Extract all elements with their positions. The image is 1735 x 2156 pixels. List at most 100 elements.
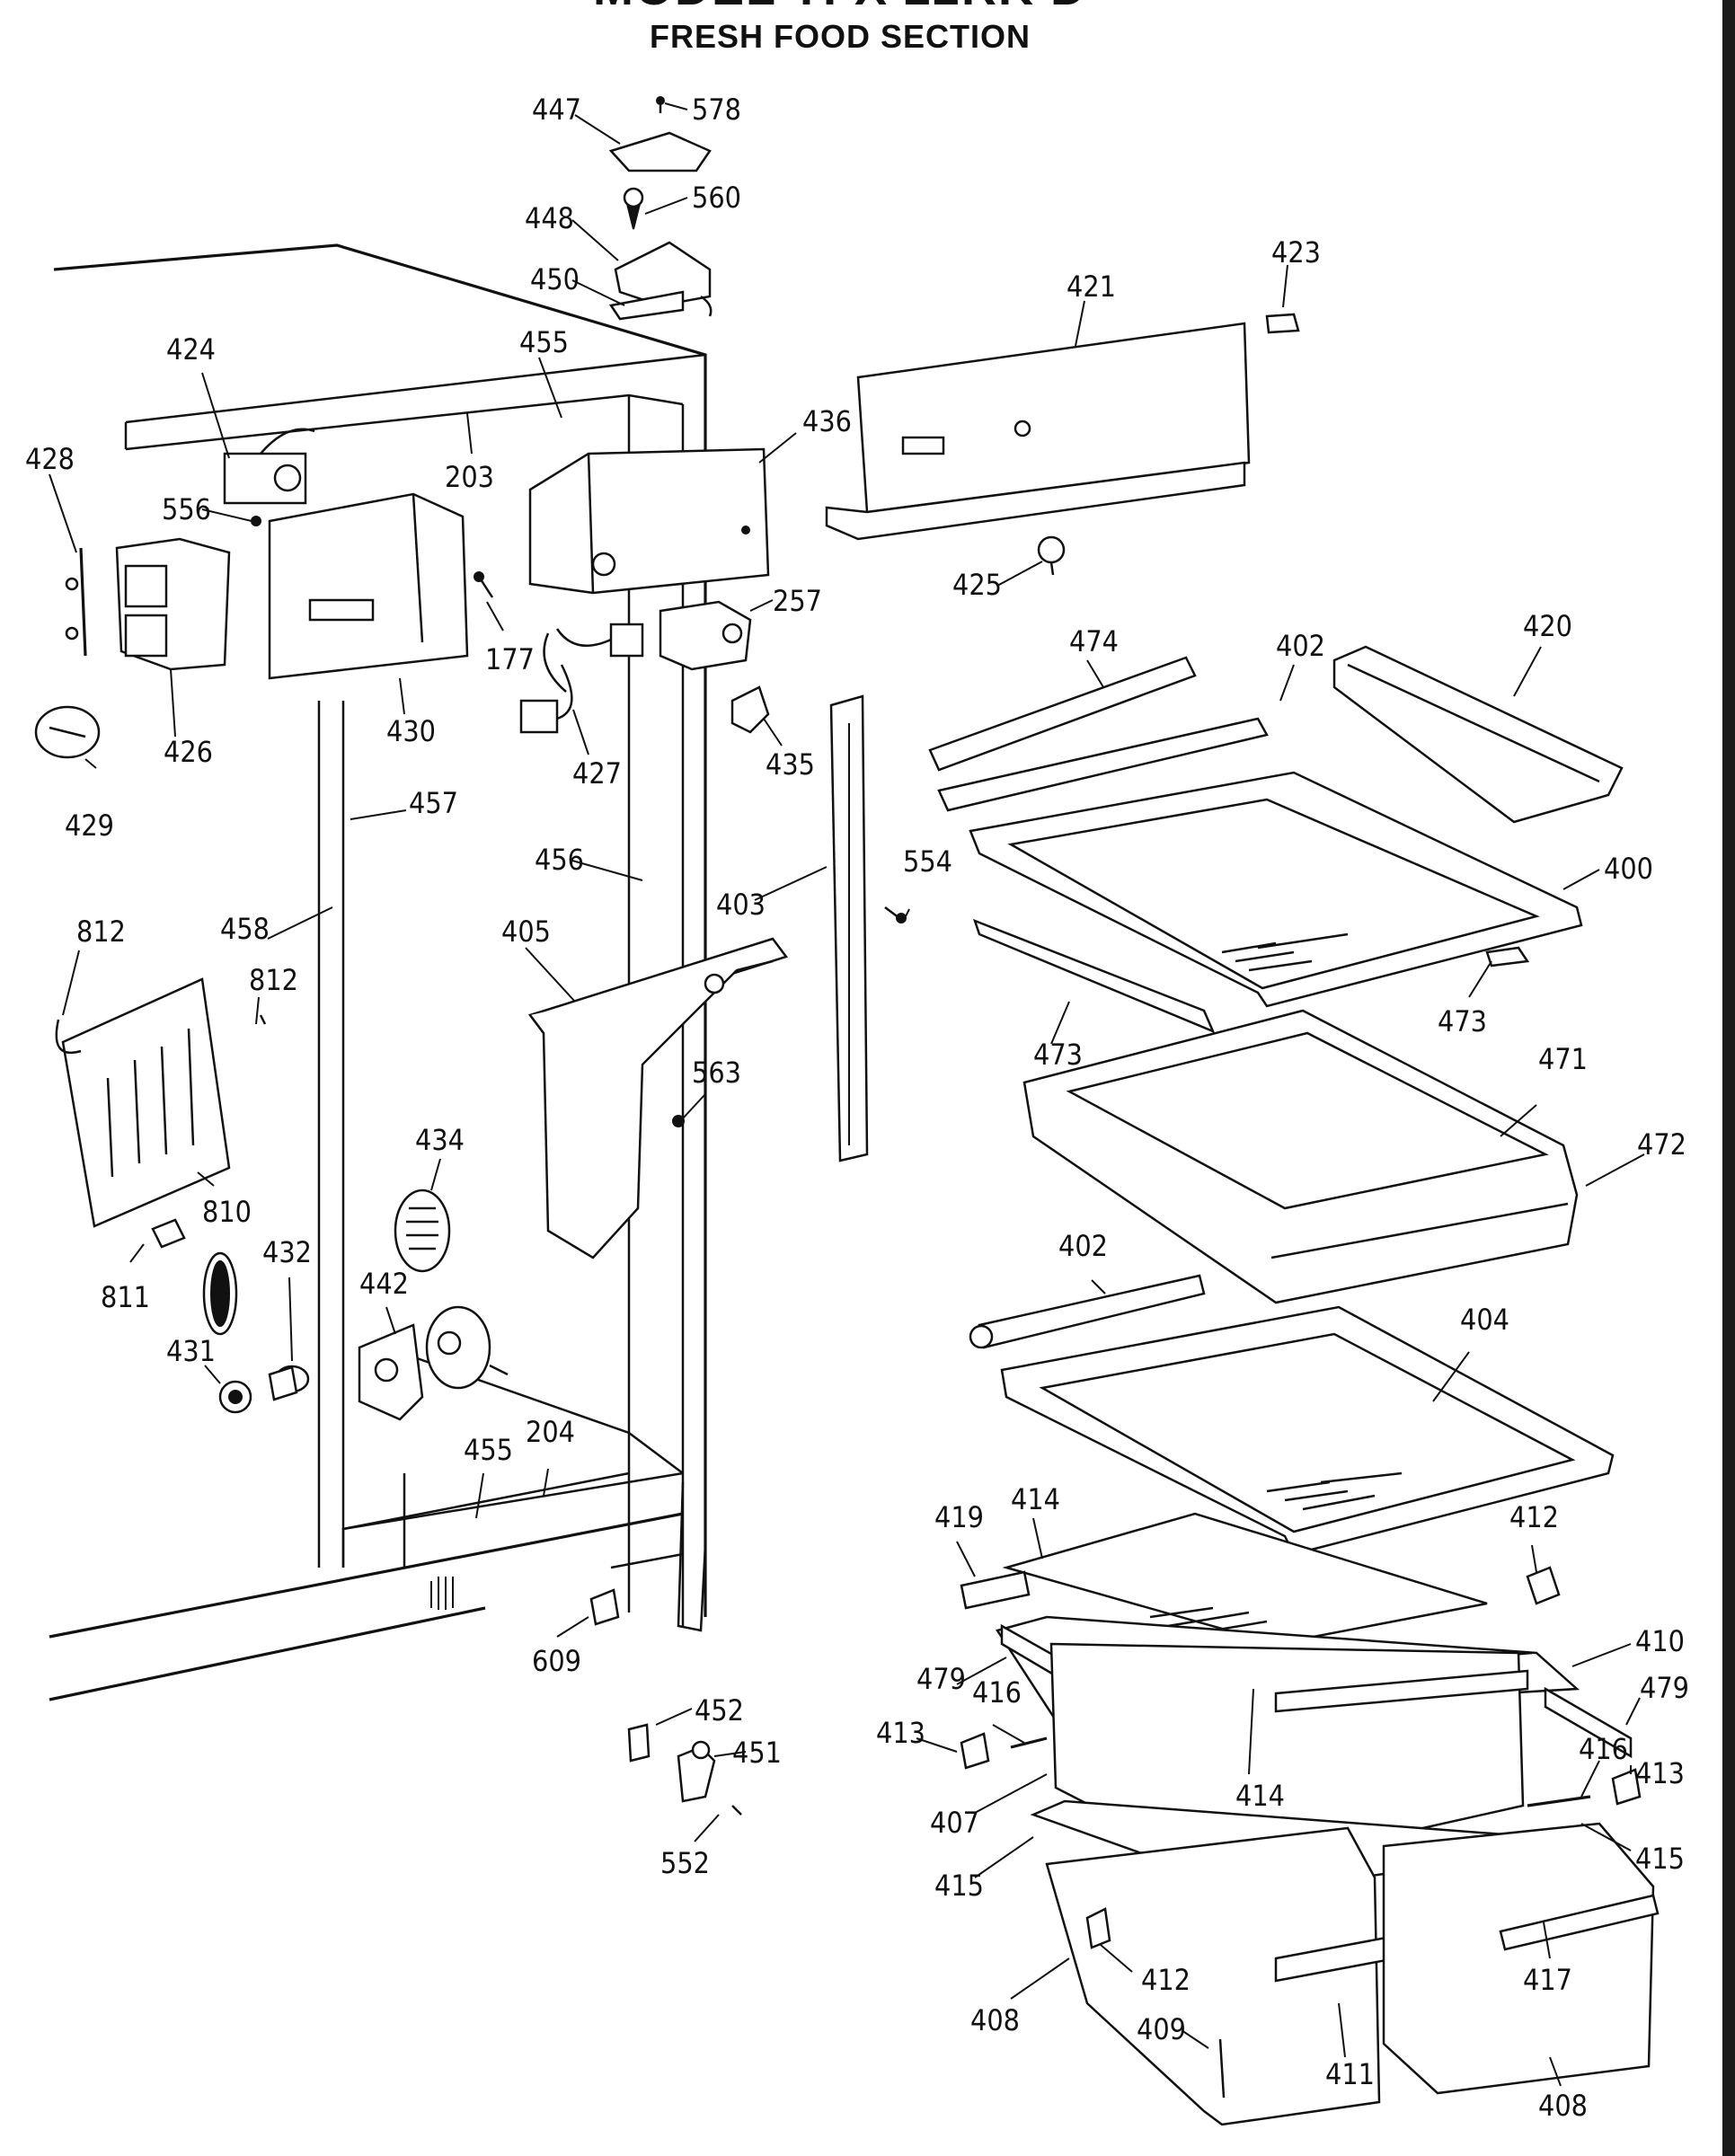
clip-412-lower: [1085, 1907, 1111, 1949]
socket-431: [218, 1380, 252, 1414]
callout-458: 458: [220, 912, 270, 946]
callout-432: 432: [262, 1235, 312, 1269]
callout-479-right: 479: [1640, 1671, 1689, 1705]
crisper-pan-471: [1022, 1009, 1579, 1304]
shelf-rail-402-lower: [969, 1274, 1206, 1349]
callout-556: 556: [162, 492, 211, 526]
callout-429: 429: [65, 808, 114, 843]
air-duct-405: [527, 937, 789, 1259]
callout-416-left: 416: [972, 1675, 1022, 1710]
callout-560: 560: [692, 181, 741, 215]
callout-578: 578: [692, 93, 741, 127]
callout-450: 450: [530, 262, 580, 296]
callout-407: 407: [930, 1806, 979, 1840]
callout-471: 471: [1538, 1042, 1588, 1076]
screw-554: [884, 906, 907, 923]
callout-455-top: 455: [519, 325, 569, 359]
callout-563: 563: [692, 1056, 741, 1090]
callout-479-left: 479: [916, 1662, 966, 1696]
callout-457: 457: [409, 786, 458, 820]
callout-204: 204: [526, 1415, 575, 1449]
screw-177: [474, 571, 494, 598]
callout-414-top: 414: [1011, 1482, 1060, 1516]
defrost-timer-257: [659, 600, 752, 671]
rod-416: [1010, 1736, 1591, 1807]
callout-812-right: 812: [249, 963, 298, 997]
callout-177: 177: [485, 642, 535, 676]
clip-412: [1526, 1566, 1561, 1605]
callout-labels: 447 578 448 560 450 421 423 455 424 436 …: [25, 93, 1689, 2123]
callout-412-lower: 412: [1141, 1963, 1191, 1997]
callout-552: 552: [660, 1846, 710, 1880]
bottom-parts: [589, 1588, 742, 1816]
callout-416-right: 416: [1579, 1732, 1628, 1766]
callout-554: 554: [903, 844, 952, 879]
callout-423: 423: [1271, 235, 1321, 270]
callout-403: 403: [716, 888, 766, 922]
wire-harness-427: [519, 623, 644, 734]
shelf-404: [1000, 1305, 1615, 1556]
callout-420: 420: [1523, 609, 1572, 643]
callout-203: 203: [445, 460, 494, 494]
light-shield-oval: [202, 1251, 238, 1336]
callout-408-right: 408: [1538, 2089, 1588, 2123]
callout-410: 410: [1635, 1624, 1685, 1658]
fan-housing-436: [528, 447, 770, 595]
callout-400: 400: [1604, 852, 1653, 886]
shelf-rail-473: [972, 918, 1530, 1034]
callout-402-mid: 402: [1058, 1229, 1108, 1263]
model-title: MODEL TFX 22RK D: [0, 0, 1680, 16]
screw-563: [672, 1115, 685, 1127]
callout-257: 257: [773, 584, 822, 618]
callout-812-left: 812: [76, 915, 126, 949]
control-housing-430: [268, 492, 469, 680]
callout-413-right: 413: [1635, 1756, 1685, 1790]
callout-810: 810: [202, 1195, 252, 1229]
callout-452: 452: [695, 1693, 744, 1727]
callout-402-top: 402: [1276, 629, 1325, 663]
callout-455-bottom: 455: [464, 1433, 513, 1467]
callout-415-right: 415: [1635, 1842, 1685, 1876]
callout-430: 430: [386, 714, 436, 748]
screw-556: [251, 516, 261, 526]
scan-edge-strip: [1722, 0, 1735, 2156]
tray-420: [1332, 645, 1624, 824]
callout-451: 451: [732, 1736, 782, 1770]
clips-413: [960, 1732, 1642, 1806]
callout-442: 442: [359, 1267, 409, 1301]
callout-811: 811: [101, 1280, 150, 1314]
rail-419: [960, 1570, 1031, 1610]
callout-447: 447: [532, 93, 581, 127]
callout-431: 431: [166, 1334, 216, 1368]
shelf-rail-474: [928, 656, 1269, 812]
callout-448: 448: [525, 201, 574, 235]
bracket-426: [115, 537, 231, 671]
leader-lines: [49, 102, 1645, 2087]
callout-415-left: 415: [934, 1869, 984, 1903]
callout-473-right: 473: [1438, 1004, 1487, 1038]
callout-609: 609: [532, 1644, 581, 1678]
callout-436: 436: [802, 404, 852, 438]
control-442: [358, 1305, 509, 1421]
callout-428: 428: [25, 442, 75, 476]
callout-412-right: 412: [1509, 1500, 1559, 1534]
light-socket-435: [730, 685, 770, 734]
dial-429: [34, 705, 101, 759]
thermostat-424: [223, 428, 315, 505]
callout-472: 472: [1637, 1127, 1686, 1162]
drawer-408-right: [1382, 1822, 1660, 2095]
callout-424: 424: [166, 332, 216, 367]
callout-425: 425: [952, 568, 1002, 602]
callout-419: 419: [934, 1500, 984, 1534]
callout-434: 434: [415, 1123, 465, 1157]
clip-811: [151, 1218, 186, 1249]
callout-427: 427: [572, 756, 622, 791]
top-hinge-assembly: [608, 96, 713, 321]
defrost-heater-810: [55, 977, 267, 1228]
callout-409: 409: [1137, 2012, 1186, 2046]
callout-411: 411: [1325, 2057, 1375, 2091]
shelf-400: [969, 771, 1583, 1008]
control-panel-421: [825, 313, 1300, 576]
callout-426: 426: [164, 735, 213, 769]
